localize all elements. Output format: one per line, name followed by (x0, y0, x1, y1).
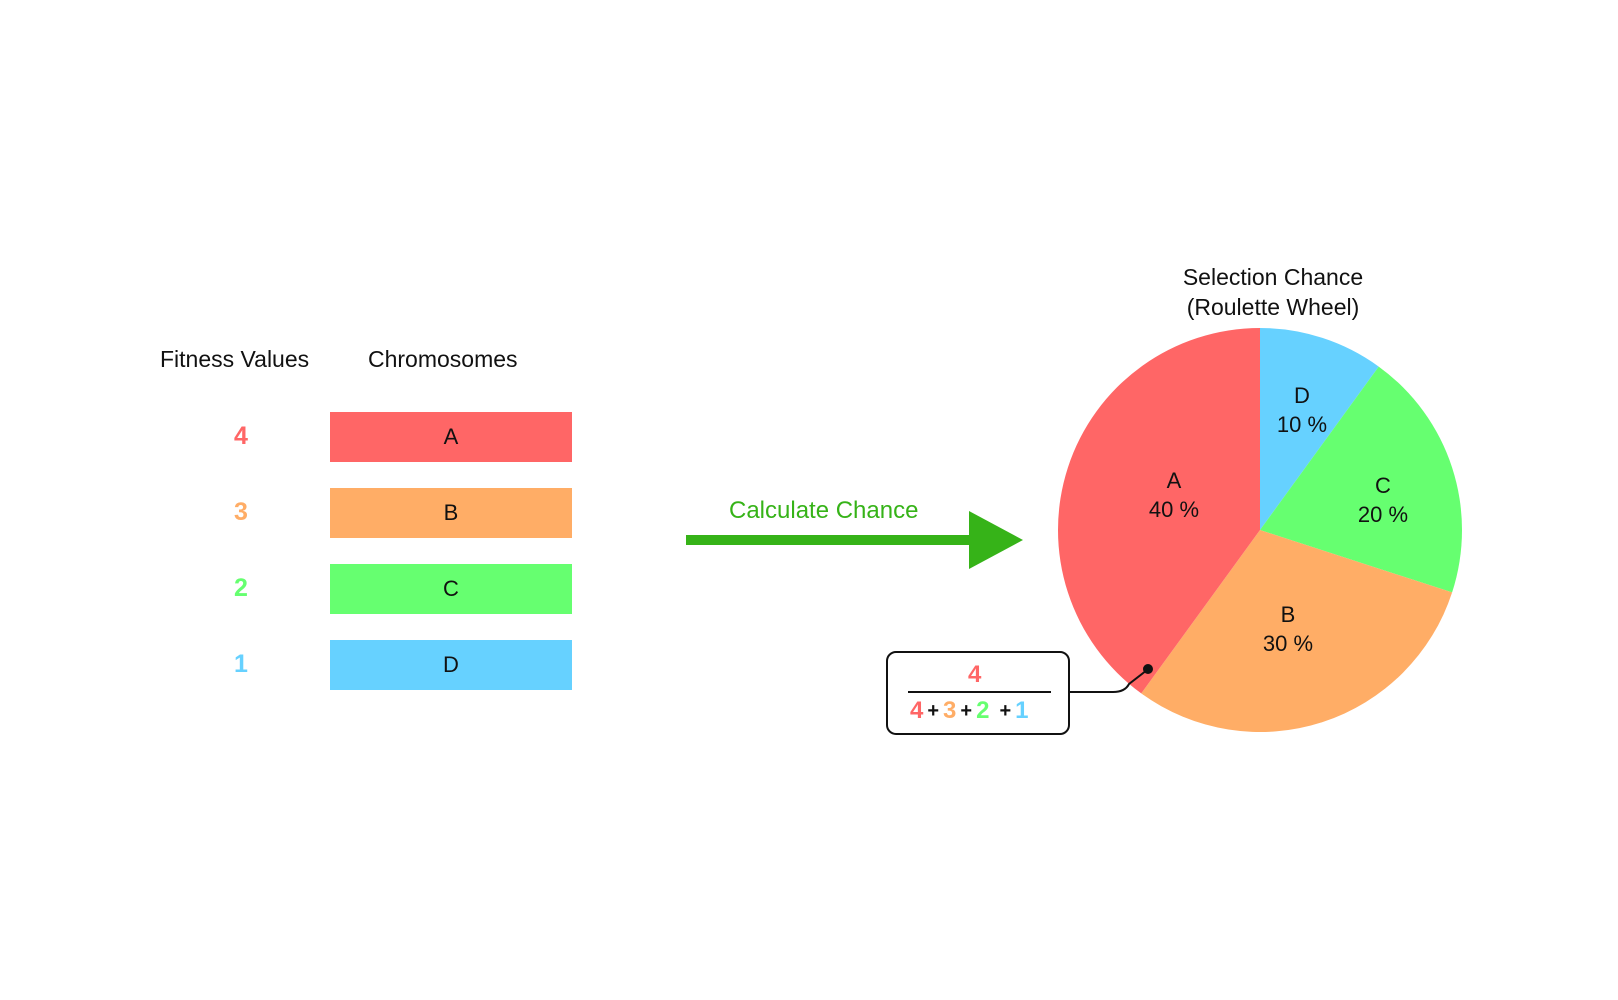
callout-connector (1065, 664, 1153, 693)
fraction-bar (908, 691, 1051, 693)
slice-name: C (1375, 473, 1391, 498)
plus-operator: + (960, 699, 973, 722)
fitness-value-b: 3 (234, 498, 248, 526)
denominator-term: 1 (1015, 697, 1029, 724)
pie-slice-c (1260, 366, 1462, 593)
pie-title-line2: (Roulette Wheel) (1186, 294, 1360, 320)
slice-name: A (1166, 468, 1182, 493)
denominator-term: 4 (910, 697, 924, 724)
slice-name: D (1294, 383, 1310, 408)
fitness-values-header: Fitness Values (160, 346, 310, 372)
chromosome-bar-c: C (330, 564, 572, 614)
chromosome-bar-d: D (330, 640, 572, 690)
connector-line (1065, 669, 1148, 693)
formula-numerator: 4 (968, 661, 982, 688)
fitness-value-a: 4 (234, 422, 248, 450)
pie-slice-d (1260, 328, 1379, 530)
right-arrow-icon (686, 511, 1023, 569)
fitness-value-c: 2 (234, 574, 248, 602)
arrow-shaft (686, 535, 976, 545)
plus-operator: + (927, 699, 940, 722)
plus-operator: + (999, 699, 1012, 722)
pie-slice-a (1058, 328, 1260, 694)
slice-percent: 20 % (1357, 502, 1409, 527)
denominator-term: 3 (943, 697, 957, 724)
calculate-chance-label: Calculate Chance (729, 497, 919, 524)
formula-denominator: 4 + 3 + 2 + 1 (910, 697, 1029, 725)
chromosome-label: D (443, 652, 459, 677)
slice-percent: 30 % (1262, 631, 1314, 656)
slice-percent: 10 % (1276, 412, 1328, 437)
arrow-head (969, 511, 1023, 569)
slice-label-d: D 10 % (1257, 381, 1347, 439)
chromosome-bar-a: A (330, 412, 572, 462)
pie-title-line1: Selection Chance (1182, 264, 1364, 290)
chromosomes-header: Chromosomes (368, 346, 518, 372)
roulette-wheel-pie (1058, 328, 1462, 732)
chromosome-label: B (443, 500, 459, 525)
slice-percent: 40 % (1148, 497, 1200, 522)
fitness-value-d: 1 (234, 650, 248, 678)
chromosome-label: C (443, 576, 459, 601)
slice-label-c: C 20 % (1338, 471, 1428, 529)
slice-label-b: B 30 % (1243, 600, 1333, 658)
slice-label-a: A 40 % (1129, 466, 1219, 524)
connector-dot (1143, 664, 1153, 674)
chromosome-bar-b: B (330, 488, 572, 538)
slice-name: B (1280, 602, 1296, 627)
pie-slice-b (1141, 530, 1453, 732)
pie-title: Selection Chance (Roulette Wheel) (1123, 262, 1423, 322)
chromosome-label: A (443, 424, 459, 449)
formula-box: 4 4 + 3 + 2 + 1 (886, 651, 1070, 735)
denominator-term: 2 (976, 697, 990, 724)
